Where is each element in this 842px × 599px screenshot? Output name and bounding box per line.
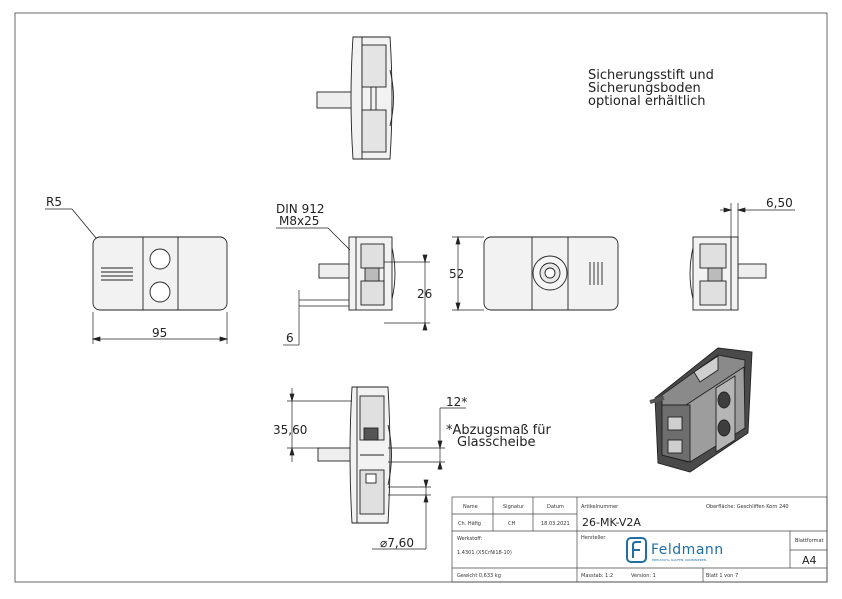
- isometric-view: [649, 347, 753, 473]
- tb-name-value: Ch. Häfig: [458, 521, 481, 527]
- dim-12-label: 12*: [446, 395, 468, 409]
- title-block-lines: [451, 496, 828, 583]
- sheet-border: [14, 12, 828, 583]
- tb-name-label: Name: [463, 504, 478, 510]
- dim-26-label: 26: [417, 287, 433, 301]
- tb-blattformat-value: A4: [802, 554, 817, 567]
- dim-52: [452, 235, 484, 312]
- dim-r5-label: R5: [46, 195, 62, 209]
- tb-blattformat-label: Blattformat: [795, 538, 824, 544]
- dim-52-label: 52: [449, 267, 465, 281]
- tb-signatur-label: Signatur: [503, 504, 525, 510]
- tb-werkstoff-label: Werkstoff:: [457, 536, 483, 542]
- tb-artikelnummer-value: 26-MK-V2A: [582, 516, 641, 529]
- logo-subtitle: EDELSTAHL. KAUFEN. KOMBINIEREN.: [652, 558, 707, 562]
- front-view-left: [92, 236, 228, 311]
- dim-3560-label: 35,60: [273, 423, 308, 437]
- tb-werkstoff-value: 1.4301 (X5CrNi18-10): [457, 550, 512, 556]
- tb-hersteller-label: Hersteller: [581, 535, 606, 541]
- logo-text: Feldmann: [651, 542, 724, 558]
- note-abzug-2: Glasscheibe: [457, 435, 536, 450]
- bottom-view: [317, 386, 392, 524]
- dim-26: [384, 254, 430, 331]
- front-view-center: [483, 236, 619, 311]
- note-abzug-1: *Abzugsmaß für: [446, 423, 551, 438]
- dim-650: [720, 203, 795, 237]
- tb-blatt: Blatt 1 von 7: [706, 573, 739, 579]
- dim-760-label: ⌀7,60: [380, 536, 414, 550]
- tb-datum-value: 18.03.2021: [541, 521, 570, 527]
- note-sicherung-2: Sicherungsboden: [588, 81, 701, 96]
- top-side-view: [316, 36, 394, 160]
- dim-12: [388, 407, 466, 470]
- dim-3560: [287, 388, 352, 462]
- side-view-bolt: [318, 236, 396, 311]
- dim-650-label: 6,50: [766, 196, 793, 210]
- dim-95: [91, 312, 229, 344]
- dim-6: [283, 290, 349, 346]
- side-view-right: [689, 236, 767, 311]
- tb-oberflaeche: Oberfläche: Geschliffen Korn 240: [706, 504, 789, 510]
- tb-massstab: Masstab: 1:2: [581, 573, 614, 579]
- r5-leader: [45, 208, 97, 239]
- tb-datum-label: Datum: [547, 504, 564, 510]
- dim-m8x25-label: M8x25: [279, 214, 320, 228]
- feldmann-logo-mark: [626, 537, 647, 563]
- note-sicherung-3: optional erhältlich: [588, 94, 706, 109]
- tb-artikelnummer-label: Artikelnummer: [581, 504, 619, 510]
- tb-version: Version: 1: [631, 573, 656, 579]
- dim-760-value: 7,60: [387, 536, 414, 550]
- din912-leader: [276, 227, 351, 251]
- dim-760: [372, 479, 431, 550]
- tb-signatur-value: CH: [508, 521, 516, 527]
- dim-din912-label: DIN 912: [276, 202, 325, 216]
- dim-95-label: 95: [152, 326, 168, 340]
- dim-6-label: 6: [286, 331, 294, 345]
- note-sicherung-1: Sicherungsstift und: [588, 68, 714, 83]
- tb-gewicht: Gewicht 0,633 kg: [457, 573, 501, 579]
